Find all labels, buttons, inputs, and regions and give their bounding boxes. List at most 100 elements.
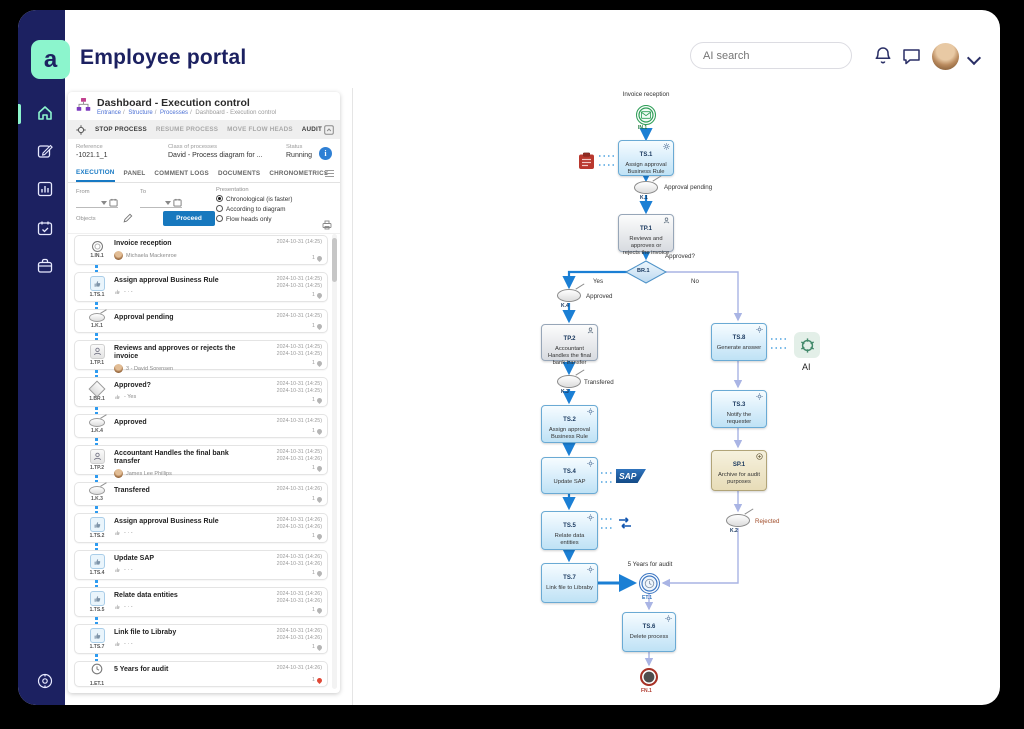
gear-icon: [587, 408, 594, 415]
list-item-5-years-audit[interactable]: 1.ET.1 5 Years for audit 2024-10-31 (14:…: [74, 661, 328, 687]
flow-node-ts4[interactable]: TS.4 Update SAP: [541, 457, 598, 494]
flow-edge-k1[interactable]: [634, 181, 658, 194]
list-item-link-file[interactable]: 1.TS.7 Link file to Libraby - · - 2024-1…: [74, 624, 328, 654]
to-field[interactable]: [140, 195, 182, 208]
pin-icon: [315, 464, 324, 472]
audit-button[interactable]: AUDIT: [301, 126, 323, 133]
proceed-button[interactable]: Proceed: [163, 211, 215, 226]
list-item-assign-approval-1[interactable]: 1.TS.1 Assign approval Business Rule - ·…: [74, 272, 328, 302]
caret-icon: [101, 201, 107, 205]
resume-process-button[interactable]: RESUME PROCESS: [155, 126, 219, 133]
gateway-br1[interactable]: BR.1: [637, 268, 650, 274]
flow-node-tp2[interactable]: TP.2 Accountant Handles the final bank t…: [541, 324, 598, 366]
person-icon: [663, 217, 670, 224]
gateway-br1-label: Approved?: [665, 253, 695, 260]
crosshair-icon[interactable]: [76, 124, 86, 135]
date-picker-icon[interactable]: [173, 198, 182, 207]
list-item-invoice-reception[interactable]: 1.IN.1 Invoice reception Michaela Macken…: [74, 235, 328, 265]
list-item-approved-question[interactable]: 1.BR.1 Approved? - Yes 2024-10-31 (14:25…: [74, 377, 328, 407]
flow-node-ts6[interactable]: TS.6 Delete process: [622, 612, 676, 652]
option-flow-heads[interactable]: Flow heads only: [216, 215, 293, 223]
bell-icon[interactable]: [874, 46, 892, 66]
chevron-down-icon[interactable]: [966, 50, 982, 66]
calendar-icon[interactable]: [36, 219, 54, 237]
list-item-approved[interactable]: 1.K.4 Approved 2024-10-31 (14:25) 1: [74, 414, 328, 438]
list-item-update-sap[interactable]: 1.TS.4 Update SAP - · - 2024-10-31 (14:2…: [74, 550, 328, 580]
scrollbar-track[interactable]: [332, 234, 337, 689]
flow-node-ts8[interactable]: TS.8 Generate answer: [711, 323, 767, 361]
list-item-transfered[interactable]: 1.K.3 Transfered 2024-10-31 (14:26) 1: [74, 482, 328, 506]
search-input[interactable]: [701, 48, 847, 63]
scrollbar-thumb[interactable]: [332, 238, 337, 282]
compose-icon[interactable]: [36, 142, 54, 160]
printer-icon[interactable]: [322, 220, 332, 230]
pencil-icon[interactable]: [123, 213, 133, 223]
stop-process-button[interactable]: STOP PROCESS: [95, 126, 147, 133]
app-logo[interactable]: a: [31, 40, 70, 79]
flow-node-ts3[interactable]: TS.3 Notify the requester: [711, 390, 767, 428]
home-icon[interactable]: [36, 104, 54, 122]
list-item-assign-approval-2[interactable]: 1.TS.2 Assign approval Business Rule - ·…: [74, 513, 328, 543]
radio-icon[interactable]: [216, 205, 223, 212]
flow-node-ts7[interactable]: TS.7 Link file to Libraby: [541, 563, 598, 603]
breadcrumb: Entrance/ Structure/ Processes/ Dashboar…: [97, 110, 277, 116]
flow-edge-k2[interactable]: [726, 514, 750, 527]
flow-node-ts5[interactable]: TS.5 Relate data entities: [541, 511, 598, 550]
move-flow-heads-button[interactable]: MOVE FLOW HEADS: [227, 126, 293, 133]
avatar: [114, 364, 123, 373]
flow-connector: [95, 617, 98, 624]
settings-icon[interactable]: [36, 672, 54, 690]
org-chart-icon: [76, 98, 91, 111]
task-icon: [89, 628, 105, 643]
tab-execution[interactable]: EXECUTION: [76, 165, 115, 182]
pin-icon: [315, 254, 324, 262]
flow-connector: [95, 506, 98, 513]
option-according-diagram[interactable]: According to diagram: [216, 205, 293, 213]
tab-panel[interactable]: PANEL: [123, 170, 146, 177]
collapse-panel-icon[interactable]: [324, 125, 334, 135]
list-menu-icon[interactable]: [325, 170, 334, 177]
list-item-approval-pending[interactable]: 1.K.1 Approval pending 2024-10-31 (14:25…: [74, 309, 328, 333]
flow-node-ts2[interactable]: TS.2 Assign approval Business Rule: [541, 405, 598, 443]
tab-comment-logs[interactable]: COMMENT LOGS: [154, 170, 209, 177]
radio-icon[interactable]: [216, 195, 223, 202]
ai-search[interactable]: [690, 42, 852, 69]
from-field[interactable]: [76, 195, 118, 208]
briefcase-icon[interactable]: [36, 257, 54, 275]
info-icon[interactable]: i: [319, 147, 332, 160]
gear-icon: [587, 566, 594, 573]
chat-icon[interactable]: [902, 48, 921, 65]
flow-node-ts1[interactable]: TS.1 Assign approval Business Rule: [618, 140, 674, 176]
radio-icon[interactable]: [216, 215, 223, 222]
flow-node-tp1[interactable]: TP.1 Reviews and approves or rejects the…: [618, 214, 674, 256]
clock-icon: [644, 578, 655, 589]
tab-documents[interactable]: DOCUMENTS: [217, 170, 261, 177]
flow-node-sp1[interactable]: SP.1 Archive for audit purposes: [711, 450, 767, 491]
breadcrumb-structure[interactable]: Structure: [128, 110, 153, 116]
list-item-relate-data[interactable]: 1.TS.5 Relate data entities - · - 2024-1…: [74, 587, 328, 617]
list-item-accountant-transfer[interactable]: 1.TP.2 Accountant Handles the final bank…: [74, 445, 328, 478]
tab-chronometrics[interactable]: CHRONOMETRICS: [269, 170, 329, 177]
option-chronological[interactable]: Chronological (is faster): [216, 195, 293, 203]
breadcrumb-entrance[interactable]: Entrance: [97, 110, 122, 116]
list-item-reviews-invoice[interactable]: 1.TP.1 Reviews and approves or rejects t…: [74, 340, 328, 373]
pin-icon: [315, 495, 324, 503]
node-in1-start-event[interactable]: [636, 105, 656, 125]
flow-node-et1-timer[interactable]: [639, 573, 660, 594]
user-avatar[interactable]: [932, 43, 959, 70]
filter-bar: From To Presentation Chronological (is f…: [68, 183, 340, 234]
process-toolbar: STOP PROCESS RESUME PROCESS MOVE FLOW HE…: [68, 120, 340, 139]
from-label: From: [76, 189, 90, 195]
timer-icon: [91, 662, 103, 680]
panel-tabs: EXECUTION PANEL COMMENT LOGS DOCUMENTS C…: [68, 165, 340, 183]
flow-node-fn1-end[interactable]: [640, 668, 658, 686]
hand-icon: [115, 604, 120, 610]
flow-edge-k4[interactable]: [557, 289, 581, 302]
analytics-icon[interactable]: [36, 180, 54, 198]
flow-edge-k3[interactable]: [557, 375, 581, 388]
breadcrumb-processes[interactable]: Processes: [160, 110, 189, 116]
edge-icon: [89, 313, 105, 322]
date-picker-icon[interactable]: [109, 198, 118, 207]
pin-icon-red: [315, 676, 324, 684]
